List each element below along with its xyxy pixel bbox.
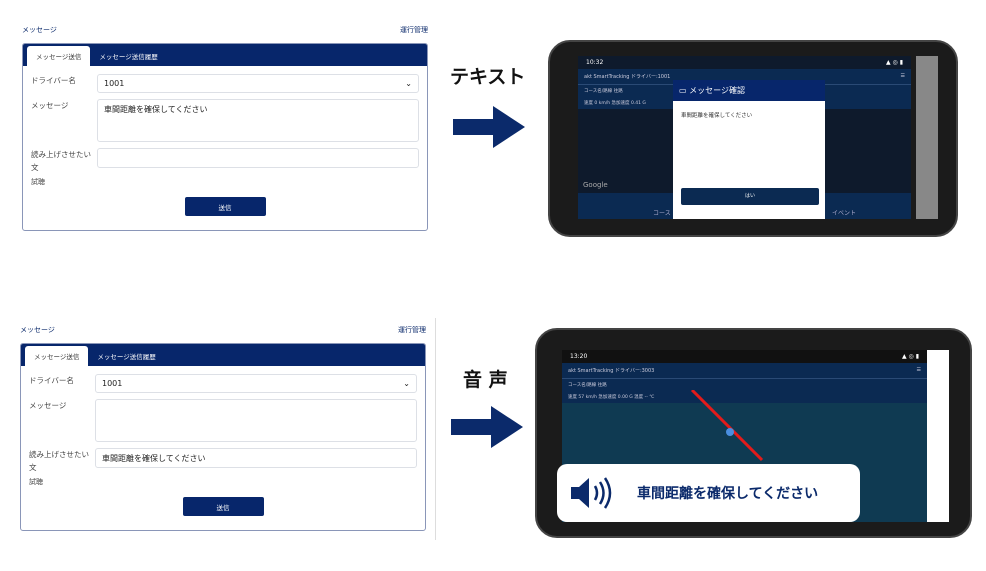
voice-label: 音 声 [463,369,508,391]
tab-send[interactable]: メッセージ送信 [27,46,91,66]
app-title: akt SmartTracking ドライバー:1001 [584,74,671,80]
nav-bar [916,56,938,219]
text-label: テキスト [450,66,526,88]
message-input[interactable]: 車間距離を確保してください [97,99,419,142]
nav-event[interactable]: イベント [832,210,857,217]
driver-select[interactable]: 1001 ⌄ [97,74,419,93]
message-label: メッセージ [31,101,69,110]
phone-voice: 13:20▲ ◎ ▮ akt SmartTracking ドライバー:3003☰… [535,328,972,538]
message-input[interactable] [95,399,417,442]
vehicle-info: 速度 57 km/h 急加速度 0.00 G 温度 -- ℃ [562,391,927,403]
breadcrumb: メッセージ [20,326,55,334]
voice-toast: 車間距離を確保してください [557,464,860,522]
driver-select[interactable]: 1001 ⌄ [95,374,417,393]
speech-label: 読み上げさせたい文 [29,450,89,472]
chevron-down-icon: ⌄ [403,379,410,388]
phone-screen: 10:32▲ ◎ ▮ akt SmartTracking ドライバー:1001☰… [578,56,911,219]
breadcrumb: メッセージ [22,26,57,34]
speech-input[interactable]: 車間距離を確保してください [95,448,417,468]
arrow-right-icon [453,106,525,148]
vehicle-marker [726,428,734,436]
map [690,390,764,462]
speech-label: 読み上げさせたい文 [31,150,91,172]
chevron-down-icon: ⌄ [405,79,412,88]
message-label: メッセージ [29,401,67,410]
tab-send[interactable]: メッセージ送信 [25,346,89,366]
app-title: akt SmartTracking ドライバー:3003 [568,368,655,374]
ok-button[interactable]: はい [681,188,819,205]
driver-label: ドライバー名 [31,76,76,85]
menu-icon[interactable]: ☰ [900,73,905,79]
course-info: コース名/路線 往路 [562,379,927,391]
speaker-icon [571,477,612,509]
ops-link[interactable]: 運行管理 [400,26,428,34]
nav-bar [927,350,949,522]
status-time: 13:20 [570,353,588,360]
preview-label: 試聴 [31,178,45,186]
driver-value: 1001 [102,379,123,388]
send-button[interactable]: 送信 [184,197,266,216]
route-line [690,390,764,462]
dialog-title: ▭ メッセージ確認 [673,80,825,101]
menu-icon[interactable]: ☰ [916,367,921,373]
driver-value: 1001 [104,79,125,88]
preview-label: 試聴 [29,478,43,486]
tab-history[interactable]: メッセージ送信履歴 [97,353,156,361]
message-dialog: ▭ メッセージ確認 車間距離を確保してください はい [673,80,825,219]
spoken-message: 車間距離を確保してください [637,486,819,502]
send-button[interactable]: 送信 [182,497,264,516]
speech-input[interactable] [97,148,419,168]
status-time: 10:32 [586,59,604,66]
google-logo: Google [583,181,608,189]
phone-text: 10:32▲ ◎ ▮ akt SmartTracking ドライバー:1001☰… [548,40,958,237]
ops-link[interactable]: 運行管理 [398,326,426,334]
nav-course[interactable]: コース [653,210,671,217]
driver-label: ドライバー名 [29,376,74,385]
tab-history[interactable]: メッセージ送信履歴 [99,53,158,61]
arrow-right-icon [451,406,523,448]
dialog-message: 車間距離を確保してください [681,113,753,119]
divider [435,318,436,540]
